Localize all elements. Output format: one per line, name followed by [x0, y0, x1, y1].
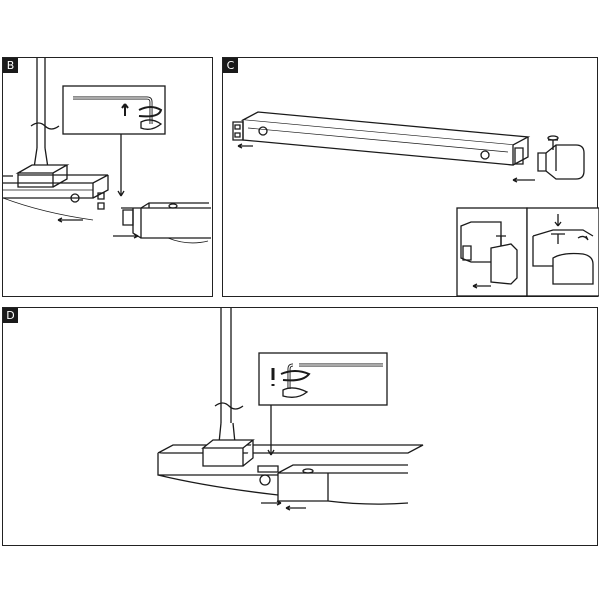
panel-label-c: C [223, 58, 238, 73]
track-joint-illustration-d [157, 308, 424, 511]
panel-label-b: B [3, 58, 18, 73]
panel-b: B [2, 57, 213, 297]
panel-label-d: D [3, 308, 18, 323]
panel-c: C [222, 57, 599, 297]
panel-d: D [2, 307, 598, 546]
track-connector-illustration-b [3, 58, 211, 244]
end-cap-illustration-c [232, 111, 599, 297]
